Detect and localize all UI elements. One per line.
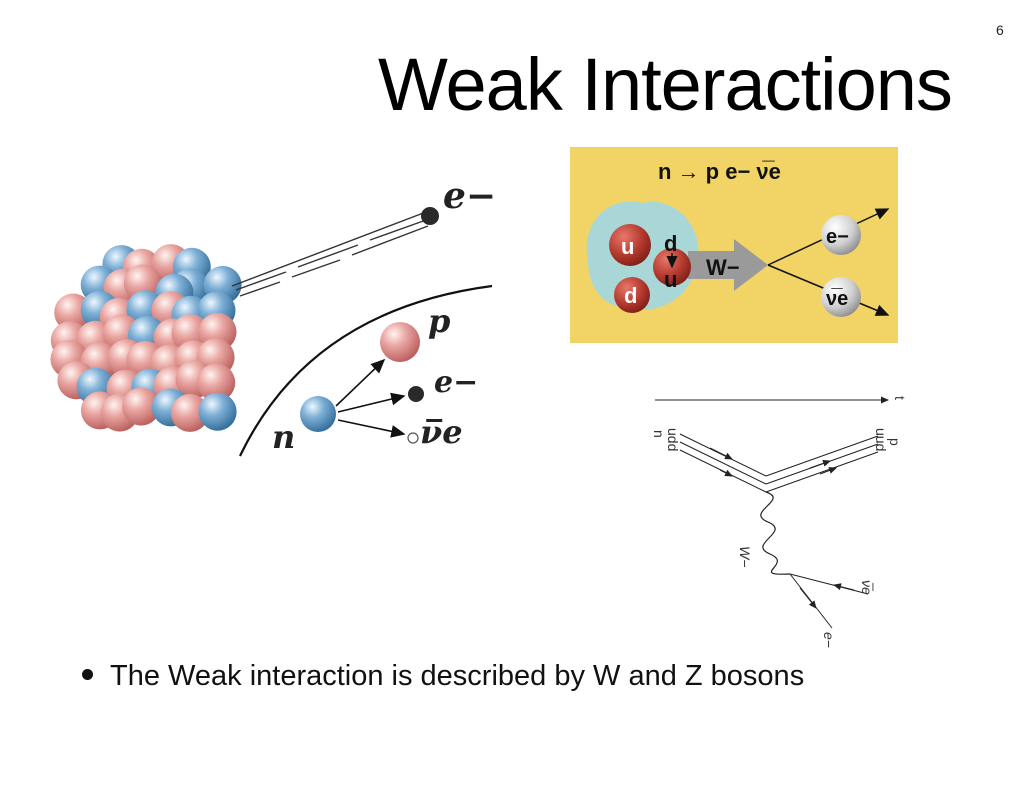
w-boson-arrow bbox=[688, 239, 768, 291]
proton-particle bbox=[380, 322, 420, 362]
electron-arrow bbox=[337, 392, 406, 413]
proton-quarks-label: uud bbox=[873, 428, 889, 451]
nucleon-sphere bbox=[122, 387, 161, 426]
decay-electron-label: e− bbox=[434, 365, 478, 400]
electron-arrow bbox=[799, 587, 817, 609]
antineutrino-arrow bbox=[833, 583, 855, 591]
antineutrino-ball-label: ν̅e bbox=[826, 288, 848, 310]
neutron-particle bbox=[300, 396, 336, 432]
incoming-quark-lines bbox=[679, 433, 879, 493]
nucleus-boundary-arc bbox=[239, 284, 493, 457]
antineutrino-line bbox=[789, 573, 869, 595]
nucleon-sphere bbox=[170, 393, 209, 432]
nucleon-sphere bbox=[197, 363, 236, 402]
feynman-diagram: t n udd uud p W− ν̅e e− bbox=[651, 396, 908, 648]
quark-arrow-in bbox=[709, 447, 733, 460]
slide-title: Weak Interactions bbox=[378, 43, 953, 126]
electron-ball bbox=[821, 215, 861, 255]
proton-label: p bbox=[428, 302, 450, 340]
quark-transition-after: u bbox=[664, 267, 677, 292]
electron-label: e− bbox=[821, 632, 837, 648]
quark-transition-before: d bbox=[664, 231, 677, 256]
quark-up bbox=[609, 224, 651, 266]
neutron-label: n bbox=[651, 430, 667, 438]
decay-equation: n → p e− ν̅e bbox=[658, 159, 781, 184]
quark-arrow-out bbox=[809, 460, 831, 469]
emitted-electron-label: e− bbox=[443, 175, 496, 217]
nucleon-sphere bbox=[198, 392, 237, 431]
electron-ball-label: e− bbox=[826, 226, 849, 248]
quark-arrow-out-2 bbox=[819, 467, 837, 475]
bullet-dot bbox=[82, 668, 93, 680]
proton-label: p bbox=[887, 438, 903, 446]
decay-antineutrino bbox=[407, 432, 419, 444]
quark-up-label: u bbox=[621, 234, 634, 259]
time-axis-label: t bbox=[892, 396, 908, 400]
nucleus bbox=[50, 244, 242, 432]
emitted-electron bbox=[421, 207, 439, 225]
w-boson-wavy-line bbox=[760, 491, 791, 575]
quark-arrow-in-2 bbox=[719, 469, 733, 477]
quark-decay-diagram: n → p e− ν̅e W− u d d u e− ν̅e bbox=[570, 147, 898, 343]
w-boson-label: W− bbox=[737, 546, 753, 567]
bullet-text: The Weak interaction is described by W a… bbox=[110, 660, 805, 692]
bullet-list: The Weak interaction is described by W a… bbox=[82, 660, 804, 693]
antineutrino-arrow bbox=[337, 419, 406, 438]
neutron-quarks-label: udd bbox=[665, 428, 681, 451]
decay-electron bbox=[408, 386, 424, 402]
electron-track bbox=[231, 211, 429, 297]
w-boson-label: W− bbox=[706, 255, 740, 280]
slide-number: 6 bbox=[996, 22, 1004, 38]
antineutrino-label: ν̅e bbox=[859, 580, 875, 595]
beta-decay-illustration: e− p e− ν̅e n bbox=[50, 175, 496, 457]
antineutrino-label: ν̅e bbox=[420, 413, 463, 451]
bullet-item: The Weak interaction is described by W a… bbox=[82, 660, 804, 693]
neutron-label: n bbox=[272, 418, 295, 456]
proton-arrow bbox=[335, 358, 386, 407]
quark-down-label: d bbox=[624, 283, 637, 308]
quark-down bbox=[614, 277, 650, 313]
antineutrino-ball bbox=[821, 277, 861, 317]
